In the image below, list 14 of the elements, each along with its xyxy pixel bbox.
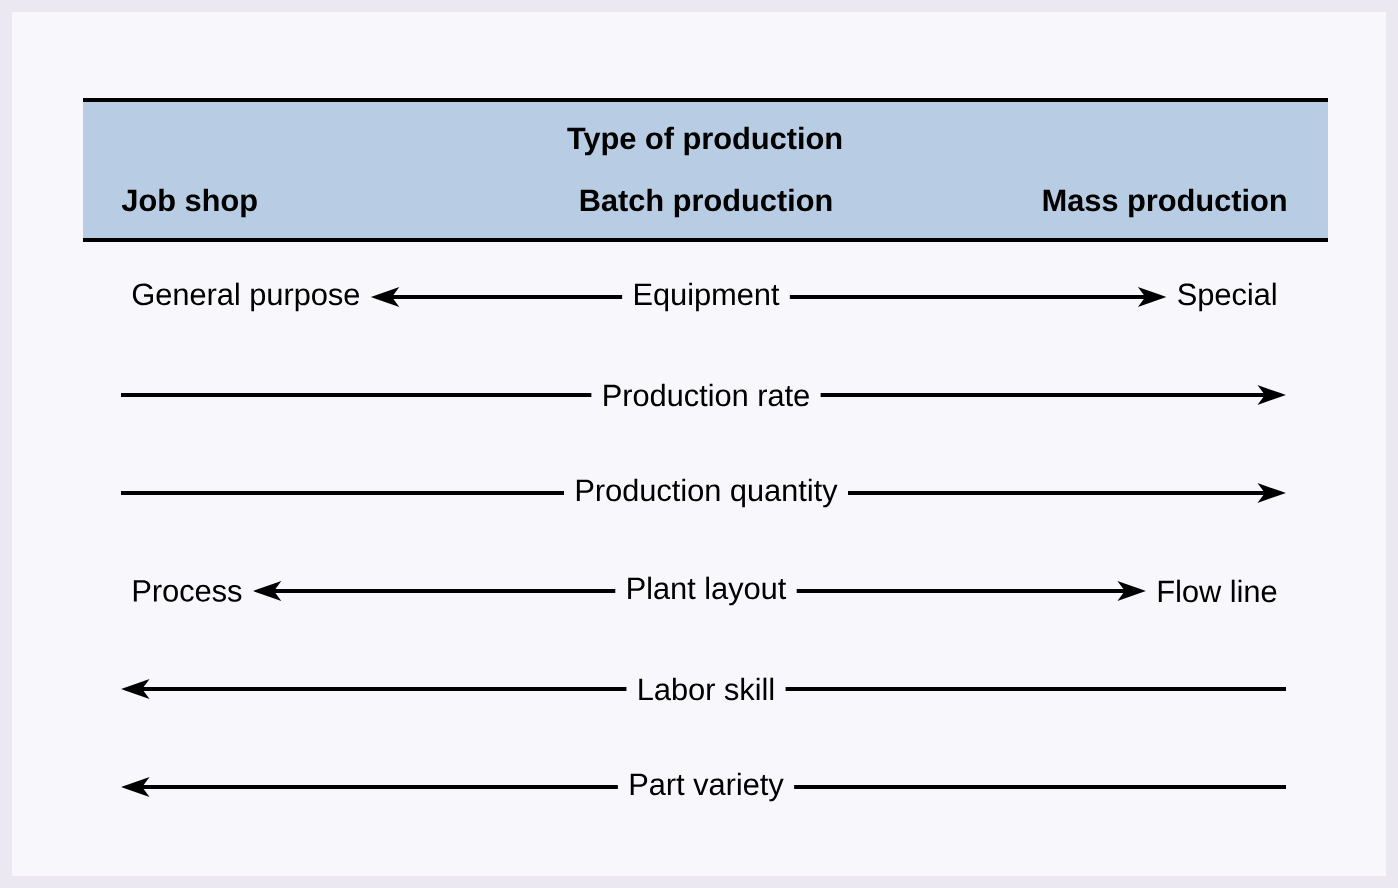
row-label: Labor skill (639, 677, 774, 701)
column-heading: Mass production (1043, 188, 1286, 218)
row-label: Part variety (630, 772, 784, 802)
row-label: Plant layout (628, 576, 787, 606)
end-label: Process (133, 580, 242, 602)
header-title: Type of production (567, 126, 842, 156)
end-label: Flow line (1158, 579, 1277, 603)
column-heading: Job shop (121, 188, 257, 218)
end-label: Special (1178, 282, 1276, 312)
row-label: Production rate (604, 383, 809, 407)
row-label: Equipment (635, 282, 780, 312)
column-heading: Batch production (580, 188, 832, 218)
row-label: Production quantity (576, 478, 838, 508)
end-label: General purpose (132, 282, 359, 312)
